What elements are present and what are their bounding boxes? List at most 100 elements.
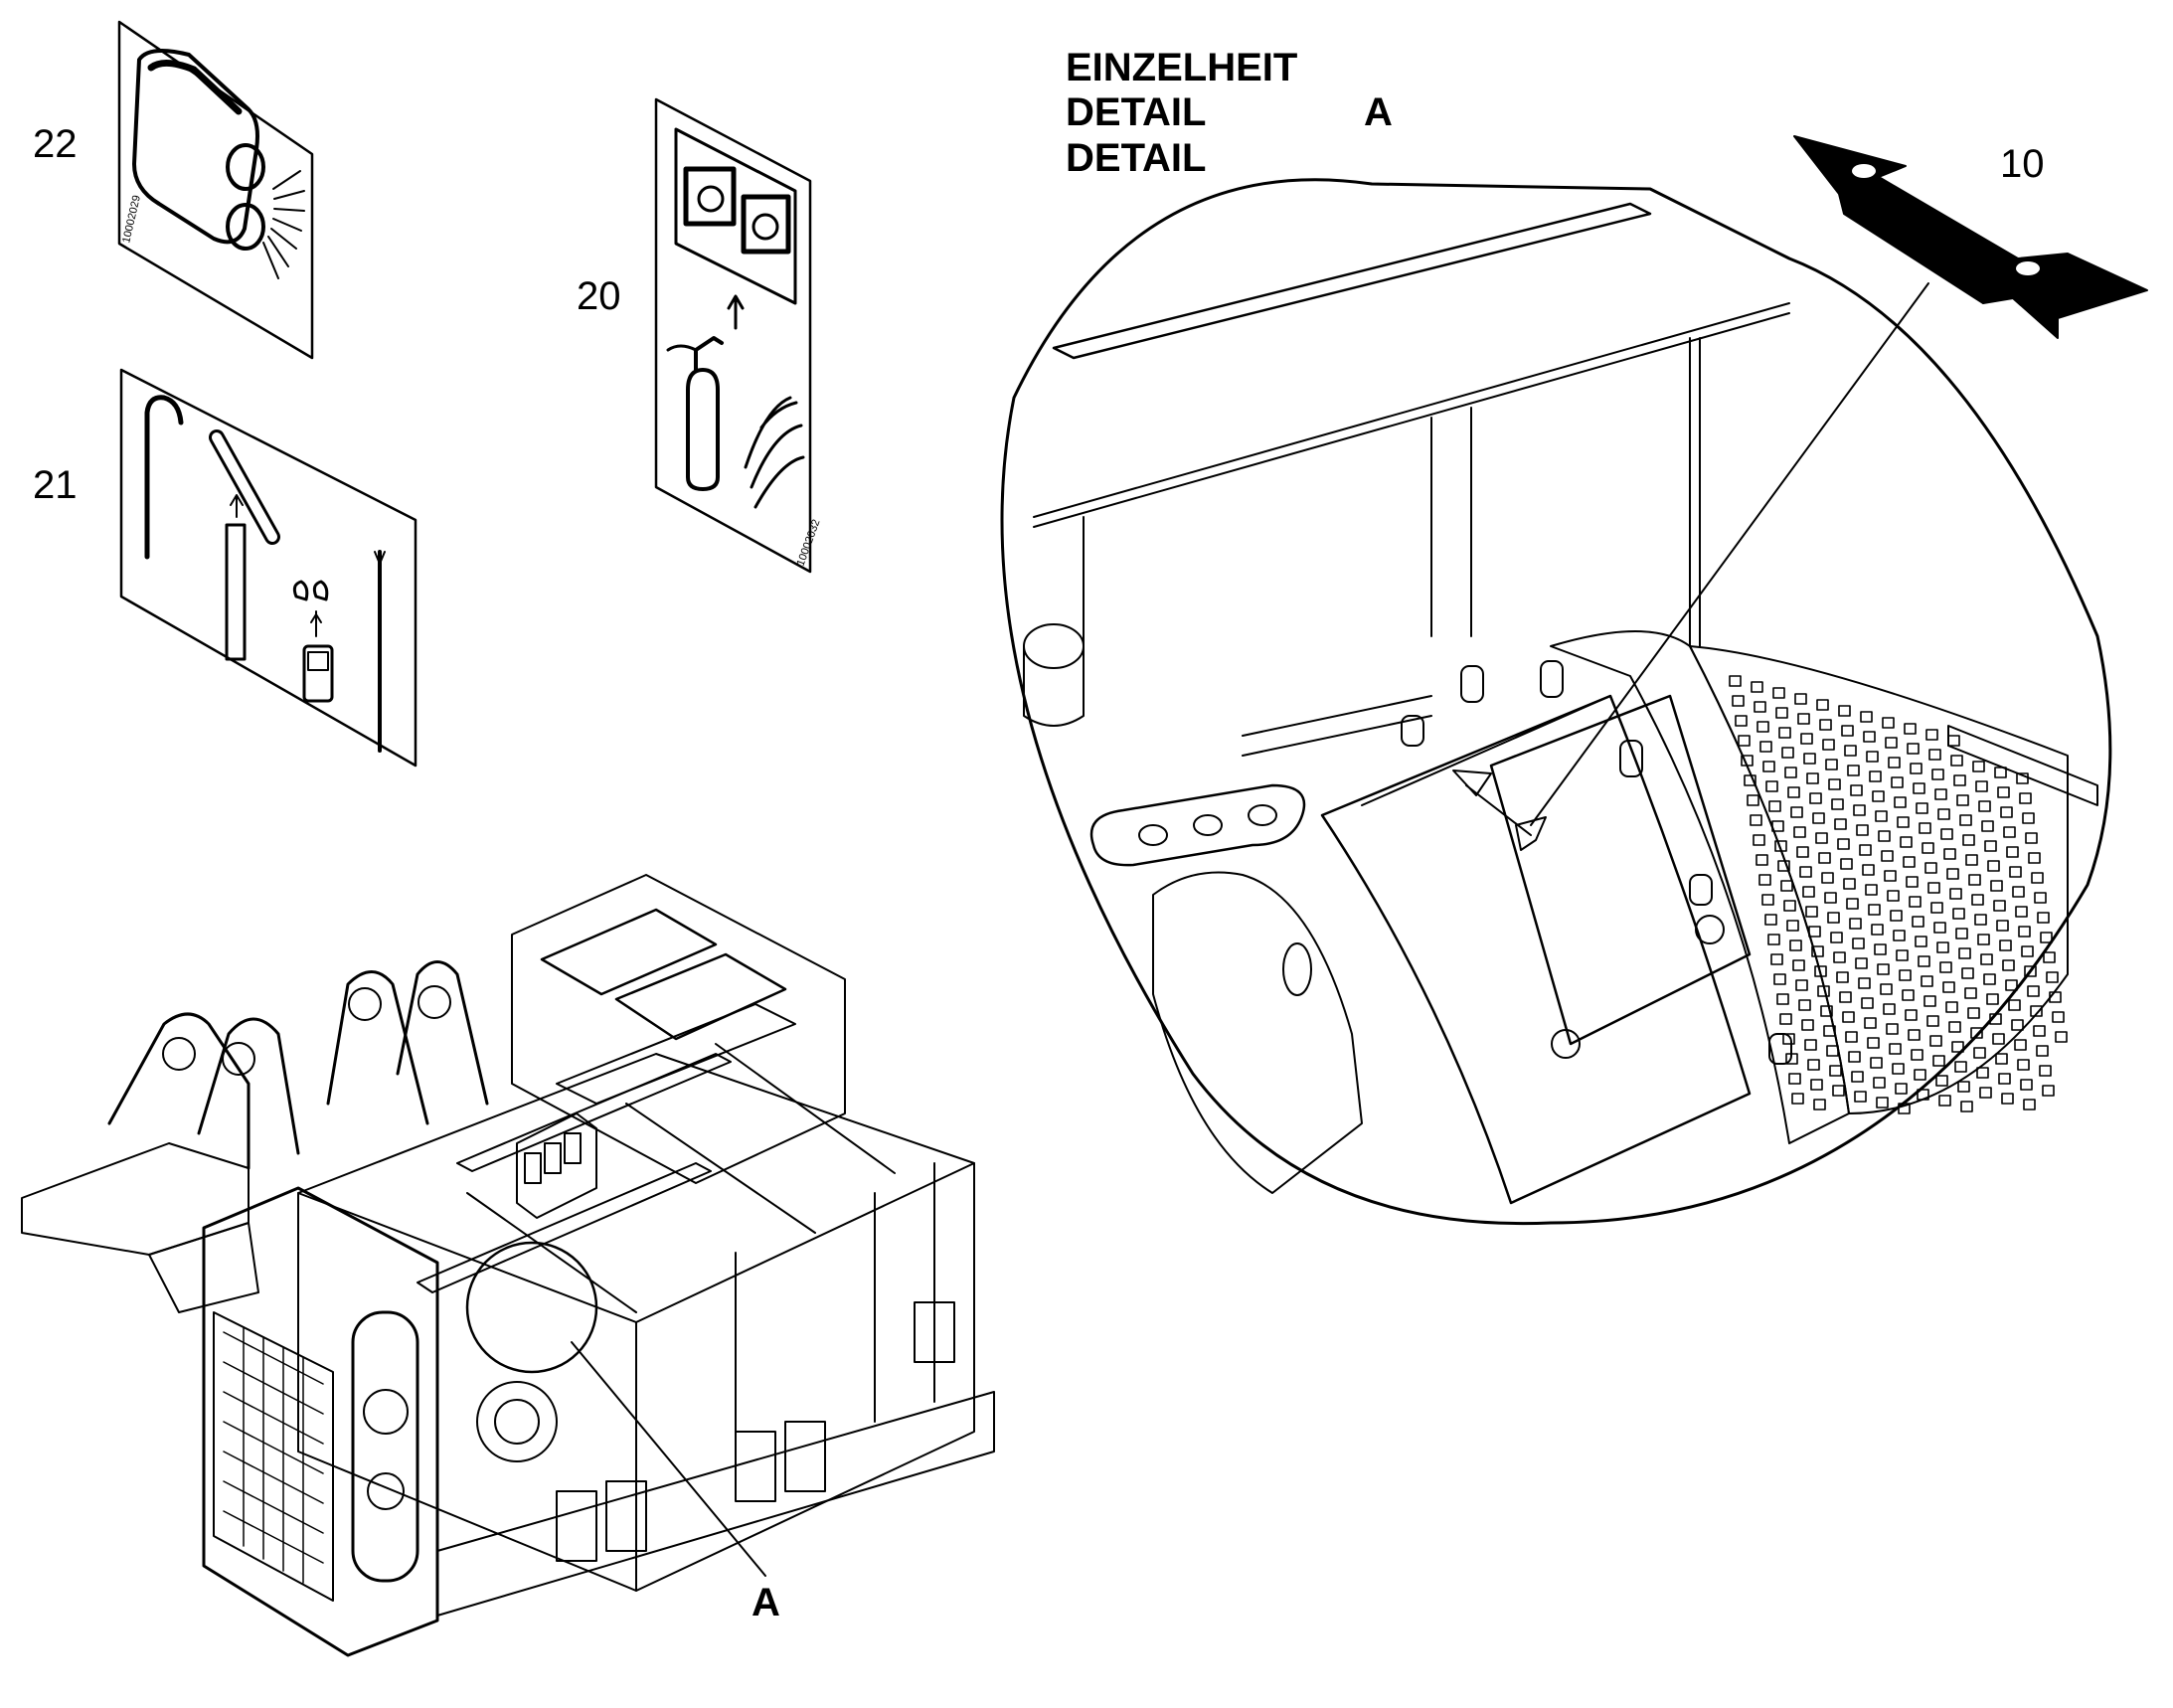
- mesh-hole: [1940, 828, 1953, 840]
- mesh-hole: [1833, 951, 1846, 963]
- mesh-hole: [1843, 878, 1856, 890]
- mesh-hole: [1908, 1029, 1921, 1041]
- mesh-hole: [2039, 1065, 2052, 1077]
- mesh-hole: [1952, 908, 1965, 920]
- mesh-hole: [1842, 1011, 1855, 1023]
- mesh-hole: [1860, 711, 1873, 723]
- mesh-hole: [2036, 1045, 2049, 1057]
- mesh-hole: [1785, 1053, 1798, 1065]
- mesh-hole: [1764, 914, 1777, 926]
- mesh-hole: [2052, 1011, 2065, 1023]
- mesh-hole: [1949, 888, 1962, 900]
- mesh-hole: [2006, 846, 2019, 858]
- mesh-hole: [1971, 894, 1984, 906]
- mesh-hole: [1759, 741, 1772, 753]
- mesh-hole: [2028, 852, 2041, 864]
- mesh-hole: [1788, 1073, 1801, 1085]
- mesh-hole: [1809, 792, 1822, 804]
- detail-a-circle: [465, 1241, 598, 1374]
- mesh-hole: [1820, 1005, 1833, 1017]
- mesh-hole: [2024, 965, 2037, 977]
- mesh-hole: [1732, 695, 1745, 707]
- mesh-hole: [2025, 832, 2038, 844]
- mesh-hole: [2033, 1025, 2046, 1037]
- mesh-hole: [1795, 979, 1808, 991]
- mesh-hole: [1925, 729, 1938, 741]
- mesh-hole: [1848, 1051, 1861, 1063]
- mesh-hole: [1935, 1075, 1948, 1087]
- mesh-hole: [1899, 969, 1912, 981]
- mesh-hole: [1989, 1013, 2002, 1025]
- mesh-hole: [1870, 1057, 1883, 1069]
- mesh-hole: [1797, 713, 1810, 725]
- mesh-hole: [1784, 767, 1797, 778]
- mesh-hole: [1987, 860, 2000, 872]
- mesh-hole: [1855, 957, 1868, 969]
- mesh-hole: [1782, 1033, 1795, 1045]
- mesh-hole: [1956, 794, 1969, 806]
- detail-marker-a: A: [752, 1581, 780, 1624]
- mesh-hole: [1996, 920, 2009, 932]
- mesh-hole: [1896, 949, 1909, 961]
- mesh-hole: [1804, 1039, 1817, 1051]
- callout-20: 20: [577, 274, 621, 318]
- mesh-hole: [1911, 1049, 1923, 1061]
- mesh-hole: [2011, 1019, 2024, 1031]
- mesh-hole: [1786, 920, 1799, 932]
- mesh-hole: [1882, 717, 1895, 729]
- mesh-hole: [1813, 1099, 1826, 1110]
- sticker-22: 10002029: [117, 20, 314, 360]
- mesh-hole: [1792, 959, 1805, 971]
- mesh-hole: [1914, 1069, 1926, 1081]
- mesh-hole: [1794, 693, 1807, 705]
- mesh-hole: [1980, 953, 1993, 965]
- mesh-hole: [1793, 826, 1806, 838]
- detail-header-line1: EINZELHEIT: [1066, 46, 1298, 89]
- mesh-hole: [1791, 1093, 1804, 1105]
- mesh-hole: [1885, 737, 1898, 749]
- mesh-hole: [1938, 1095, 1951, 1107]
- mesh-hole: [2001, 1093, 2014, 1105]
- mesh-hole: [2000, 806, 2013, 818]
- mesh-hole: [1827, 912, 1840, 924]
- mesh-hole: [1802, 886, 1815, 898]
- mesh-hole: [1777, 860, 1790, 872]
- mesh-hole: [1890, 910, 1903, 922]
- mesh-hole: [1832, 1085, 1845, 1097]
- mesh-hole: [1992, 1033, 2005, 1045]
- mesh-hole: [1729, 675, 1742, 687]
- mesh-hole: [1807, 1059, 1820, 1071]
- mesh-hole: [1747, 794, 1759, 806]
- mesh-hole: [1955, 928, 1968, 939]
- mesh-hole: [1928, 749, 1941, 761]
- mesh-hole: [2031, 872, 2044, 884]
- mesh-hole: [2034, 892, 2047, 904]
- mesh-hole: [1902, 989, 1915, 1001]
- mesh-hole: [1958, 947, 1971, 959]
- mesh-hole: [1816, 699, 1829, 711]
- mesh-hole: [1919, 822, 1931, 834]
- mesh-hole: [1934, 788, 1947, 800]
- mesh-hole: [1783, 900, 1796, 912]
- mesh-hole: [2008, 999, 2021, 1011]
- mesh-hole: [1824, 892, 1837, 904]
- sticker-20: 10002032: [654, 97, 823, 574]
- mesh-hole: [1847, 765, 1860, 776]
- mesh-hole: [1851, 1071, 1864, 1083]
- mesh-hole: [1997, 786, 2010, 798]
- mesh-hole: [1805, 906, 1818, 918]
- mesh-hole: [1957, 1081, 1970, 1093]
- mesh-hole: [1801, 1019, 1814, 1031]
- callout-10: 10: [2000, 142, 2045, 186]
- mesh-hole: [2002, 959, 2015, 971]
- mesh-hole: [2020, 1079, 2033, 1091]
- mesh-hole: [1888, 757, 1901, 769]
- mesh-hole: [2042, 1085, 2055, 1097]
- mesh-hole: [1826, 1045, 1839, 1057]
- callout-21: 21: [33, 463, 78, 507]
- mesh-hole: [1931, 769, 1944, 780]
- mesh-hole: [2040, 932, 2053, 943]
- mesh-hole: [1864, 1017, 1877, 1029]
- mesh-hole: [1887, 890, 1900, 902]
